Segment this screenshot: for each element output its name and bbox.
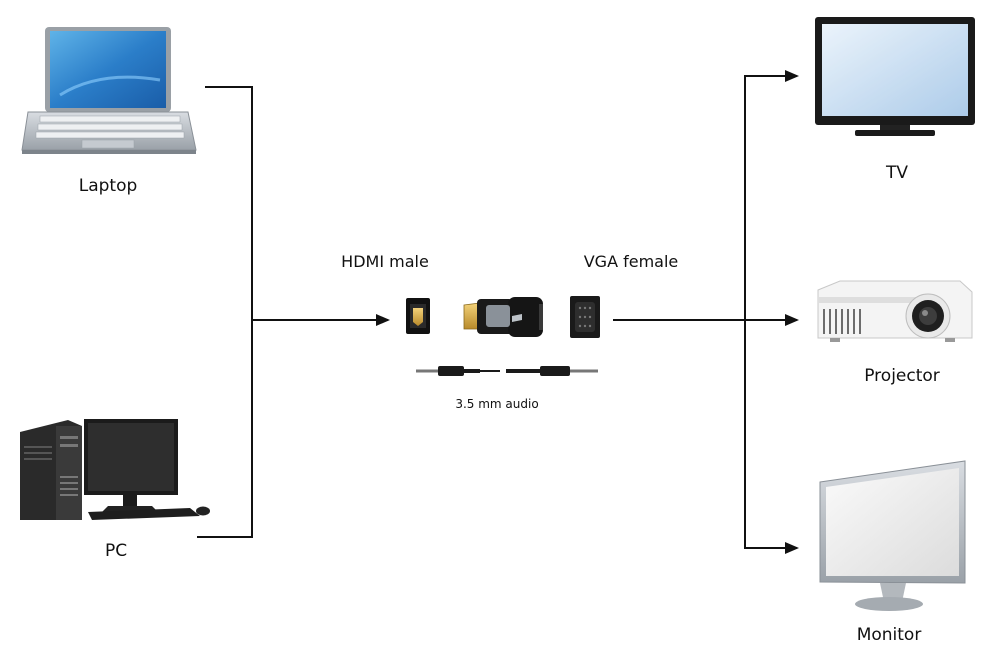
monitor-label: Monitor	[857, 625, 922, 645]
desktop-pc-icon	[20, 419, 210, 520]
laptop-label: Laptop	[79, 176, 138, 196]
tv-icon	[815, 17, 975, 136]
hdmi-to-vga-adapter-icon	[463, 297, 543, 337]
monitor-icon	[819, 460, 966, 611]
pc-label: PC	[105, 541, 127, 561]
vga-port-icon	[570, 296, 600, 338]
output-connector-lines	[613, 70, 799, 554]
source-connector-lines	[197, 86, 390, 538]
audio-cable-icon	[416, 366, 598, 376]
projector-icon	[817, 280, 973, 342]
laptop-icon	[21, 27, 197, 154]
projector-label: Projector	[864, 366, 940, 386]
audio-label: 3.5 mm audio	[455, 397, 538, 411]
hdmi-male-label: HDMI male	[341, 252, 429, 271]
hdmi-port-icon	[406, 298, 430, 334]
vga-female-label: VGA female	[584, 252, 679, 271]
tv-label: TV	[885, 163, 908, 183]
